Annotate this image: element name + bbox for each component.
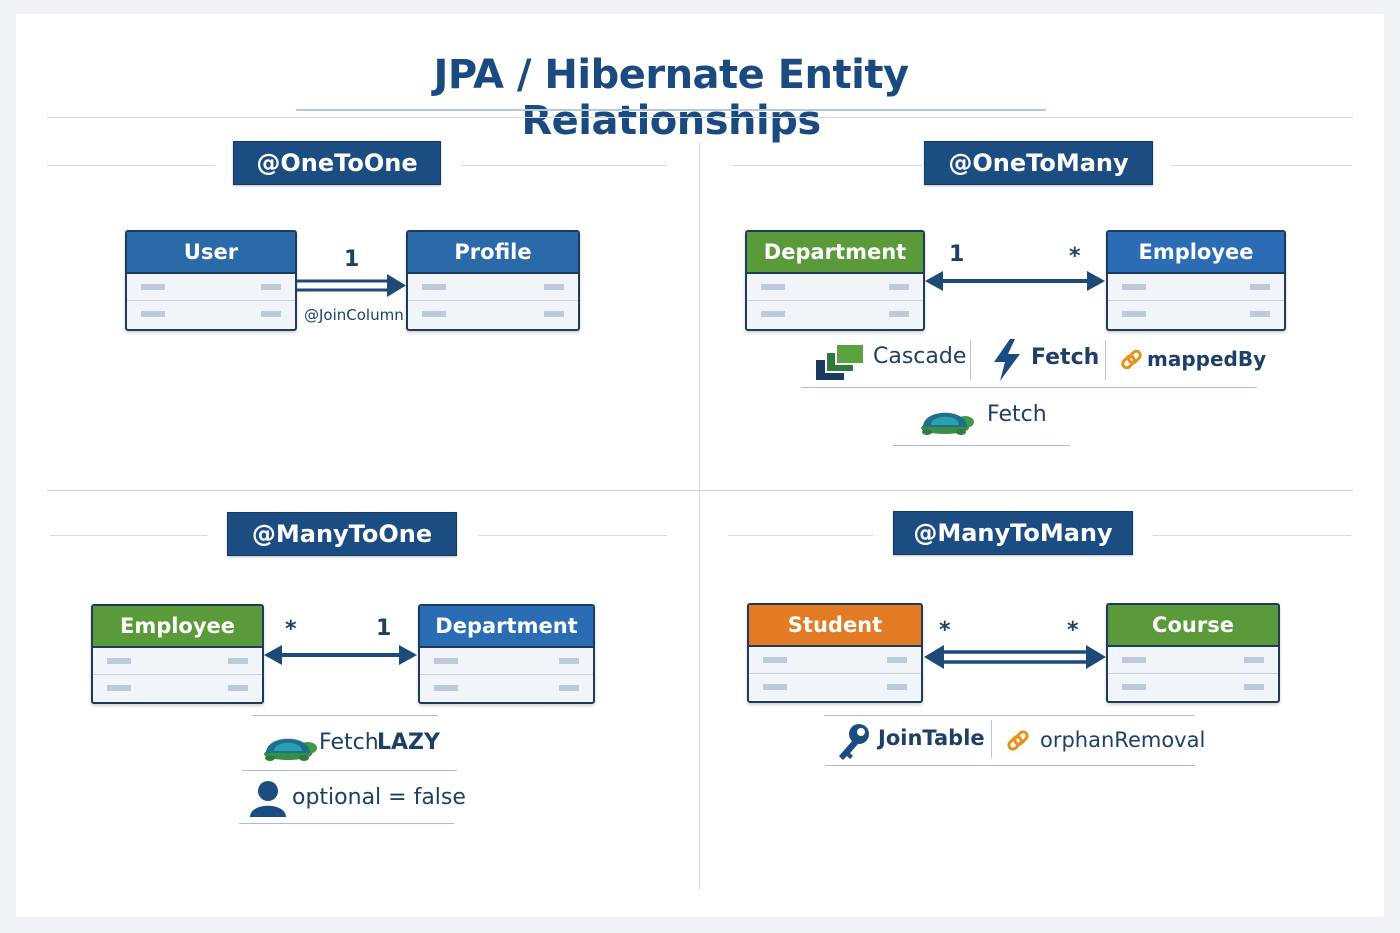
stacked-layers-icon <box>816 343 865 380</box>
lazy-option: LAZY <box>377 730 440 755</box>
one-to-one-multiplicity: 1 <box>344 247 360 272</box>
option-separator <box>970 340 971 380</box>
entity-field <box>1108 301 1284 327</box>
fetch-lazy-option: Fetch <box>987 402 1047 427</box>
link-icon <box>1121 349 1142 370</box>
entity-field <box>749 674 921 700</box>
option-separator <box>991 720 992 758</box>
top-divider <box>47 117 1353 118</box>
entity-field <box>420 675 593 701</box>
one-to-many-rule-right <box>1171 165 1352 166</box>
many-to-many-arrow <box>924 645 1106 669</box>
entity-field <box>93 675 262 701</box>
turtle-icon <box>921 412 974 435</box>
one-to-one-rule-right <box>461 165 667 166</box>
entity-field <box>747 274 923 301</box>
fetch-underline <box>242 770 457 771</box>
diagram-canvas: JPA / Hibernate Entity Relationships @On… <box>16 14 1384 917</box>
entity-field <box>420 648 593 675</box>
turtle-icon <box>264 738 317 761</box>
entity-field <box>408 274 578 301</box>
one-to-one-label: @OneToOne <box>233 141 441 185</box>
page-title: JPA / Hibernate Entity Relationships <box>433 52 909 144</box>
one-to-many-right-multiplicity: * <box>1069 244 1081 269</box>
many-to-one-label: @ManyToOne <box>227 512 457 556</box>
key-icon <box>839 724 869 760</box>
entity-user-header: User <box>127 232 295 274</box>
entity-profile: Profile <box>406 230 580 331</box>
center-divider <box>699 142 700 890</box>
many-to-one-rule-left <box>50 535 207 536</box>
entity-department-header: Department <box>747 232 923 274</box>
entity-field <box>1108 274 1284 301</box>
options-underline <box>801 387 1257 388</box>
entity-course-header: Course <box>1108 605 1278 647</box>
optional-option: optional = false <box>292 785 466 810</box>
cascade-option: Cascade <box>873 344 967 369</box>
entity-student-header: Student <box>749 605 921 647</box>
options-top-rule <box>252 715 438 716</box>
one-to-many-arrow <box>925 271 1105 291</box>
entity-field <box>749 647 921 674</box>
entity-field <box>127 274 295 301</box>
lightning-bolt-icon <box>994 339 1020 381</box>
entity-employee-header: Employee <box>93 606 262 648</box>
one-to-many-rule-left <box>732 165 922 166</box>
fetch-option: Fetch <box>319 730 379 755</box>
one-to-one-arrow <box>297 274 406 297</box>
entity-field <box>747 301 923 327</box>
option-separator <box>1105 340 1106 380</box>
fetch-option: Fetch <box>1031 345 1100 370</box>
entity-field <box>127 301 295 327</box>
mapped-by-option: mappedBy <box>1147 347 1267 371</box>
many-to-many-left-multiplicity: * <box>939 618 951 643</box>
title-underline <box>296 109 1046 111</box>
fetch-underline <box>893 445 1070 446</box>
one-to-one-rule-left <box>47 165 215 166</box>
options-top-rule <box>824 715 1194 716</box>
orphan-removal-option: orphanRemoval <box>1040 728 1206 752</box>
entity-department: Department <box>745 230 925 331</box>
join-table-option: JoinTable <box>878 726 985 750</box>
many-to-one-right-multiplicity: 1 <box>376 616 392 641</box>
entity-employee-header: Employee <box>1108 232 1284 274</box>
many-to-one-left-multiplicity: * <box>285 617 297 642</box>
entity-employee: Employee <box>91 604 264 704</box>
entity-profile-header: Profile <box>408 232 578 274</box>
entity-employee: Employee <box>1106 230 1286 331</box>
many-to-many-rule-left <box>728 535 873 536</box>
entity-user: User <box>125 230 297 331</box>
many-to-many-right-multiplicity: * <box>1067 618 1079 643</box>
many-to-one-arrow <box>264 645 417 665</box>
join-column-label: @JoinColumn <box>304 306 404 324</box>
many-to-one-rule-right <box>478 535 667 536</box>
link-icon <box>1007 730 1029 751</box>
one-to-many-label: @OneToMany <box>924 141 1153 185</box>
options-underline <box>825 765 1195 766</box>
entity-field <box>408 301 578 327</box>
entity-department: Department <box>418 604 595 704</box>
many-to-many-rule-right <box>1153 535 1351 536</box>
one-to-many-left-multiplicity: 1 <box>949 242 965 267</box>
entity-field <box>1108 674 1278 700</box>
middle-divider <box>47 490 1353 491</box>
entity-course: Course <box>1106 603 1280 703</box>
many-to-many-label: @ManyToMany <box>893 511 1133 555</box>
user-icon <box>250 781 286 817</box>
entity-student: Student <box>747 603 923 703</box>
entity-field <box>1108 647 1278 674</box>
optional-underline <box>239 823 454 824</box>
entity-department-header: Department <box>420 606 593 648</box>
entity-field <box>93 648 262 675</box>
